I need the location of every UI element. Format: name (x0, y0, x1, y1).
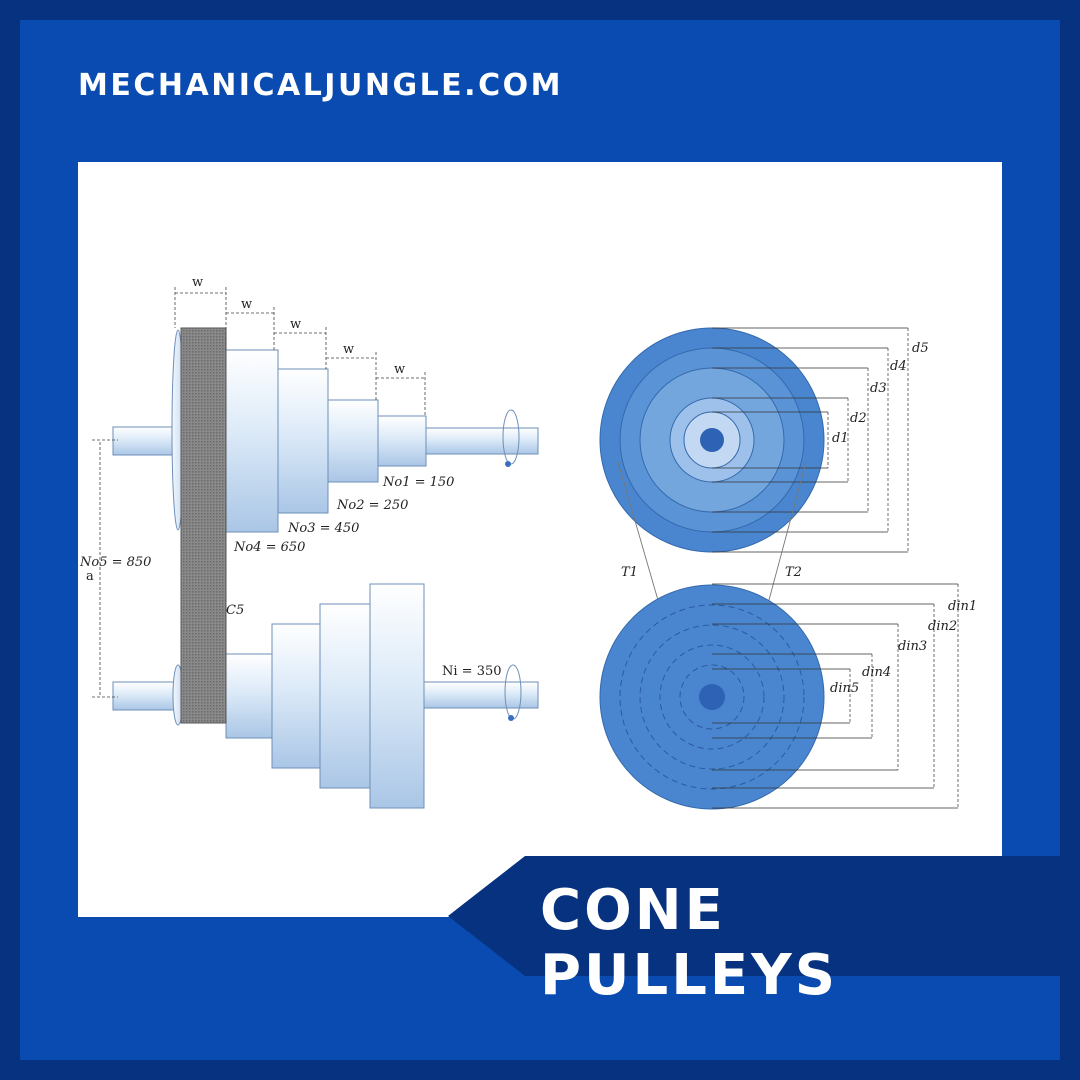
cone-pulley-diagram: w w w w w a No1 = 150 No2 = 250 No3 = 45… (79, 275, 977, 810)
upper-step-4 (225, 349, 279, 533)
upper-step-3 (277, 368, 329, 514)
speed-label-no5: No5 = 850 (79, 555, 151, 570)
width-label: w (241, 297, 252, 312)
input-speed-label: Ni = 350 (442, 664, 502, 679)
rotation-arrow-head (508, 715, 514, 721)
width-label: w (343, 342, 354, 357)
lower-step-4 (369, 583, 425, 809)
bottom-diameter-lines (712, 583, 959, 809)
diameter-label-d5: d5 (912, 341, 929, 356)
site-url: MECHANICALJUNGLE.COM (78, 68, 563, 103)
upper-step-1 (377, 415, 427, 467)
lower-step-1 (225, 653, 275, 739)
diameter-label-d3: d3 (870, 381, 887, 396)
width-label: w (192, 275, 203, 290)
lower-cone-pulley (112, 583, 539, 809)
step-outline-din2 (619, 604, 805, 790)
diameter-label-d4: d4 (890, 359, 907, 374)
step-outline-din4 (659, 644, 765, 750)
shaft-hub (699, 684, 725, 710)
diagram-panel: w w w w w a No1 = 150 No2 = 250 No3 = 45… (78, 162, 1002, 917)
step-outline-din3 (639, 624, 785, 770)
rotation-arrow-head (505, 461, 511, 467)
top-end-view (599, 327, 825, 553)
lower-step-2 (271, 623, 325, 769)
width-dimensions (92, 287, 426, 698)
center-distance-label: a (86, 569, 94, 584)
diameter-label-din5: din5 (830, 681, 859, 696)
top-diameter-lines (712, 327, 909, 553)
diameter-label-d2: d2 (850, 411, 867, 426)
lower-shaft-right (423, 681, 539, 709)
tension-label-t2: T2 (785, 565, 802, 580)
diameter-label-din4: din4 (862, 665, 891, 680)
upper-step-2 (327, 399, 379, 483)
diameter-label-din3: din3 (898, 639, 927, 654)
step-outline-din5 (679, 664, 745, 730)
lower-shaft-left (112, 681, 184, 711)
belt-label: C5 (226, 603, 244, 618)
width-label: w (290, 317, 301, 332)
tension-label-t1: T1 (621, 565, 638, 580)
shaft-hub (700, 428, 724, 452)
speed-label-no2: No2 = 250 (336, 498, 408, 513)
diameter-label-din1: din1 (948, 599, 977, 614)
banner-title: CONE PULLEYS (540, 878, 839, 1008)
speed-label-no1: No1 = 150 (382, 475, 454, 490)
width-label: w (394, 362, 405, 377)
speed-label-no4: No4 = 650 (233, 540, 305, 555)
bottom-end-view (599, 584, 825, 810)
diameter-label-din2: din2 (928, 619, 957, 634)
speed-label-no3: No3 = 450 (287, 521, 359, 536)
lower-step-3 (319, 603, 375, 789)
diameter-label-d1: d1 (832, 431, 849, 446)
belt (180, 327, 227, 724)
